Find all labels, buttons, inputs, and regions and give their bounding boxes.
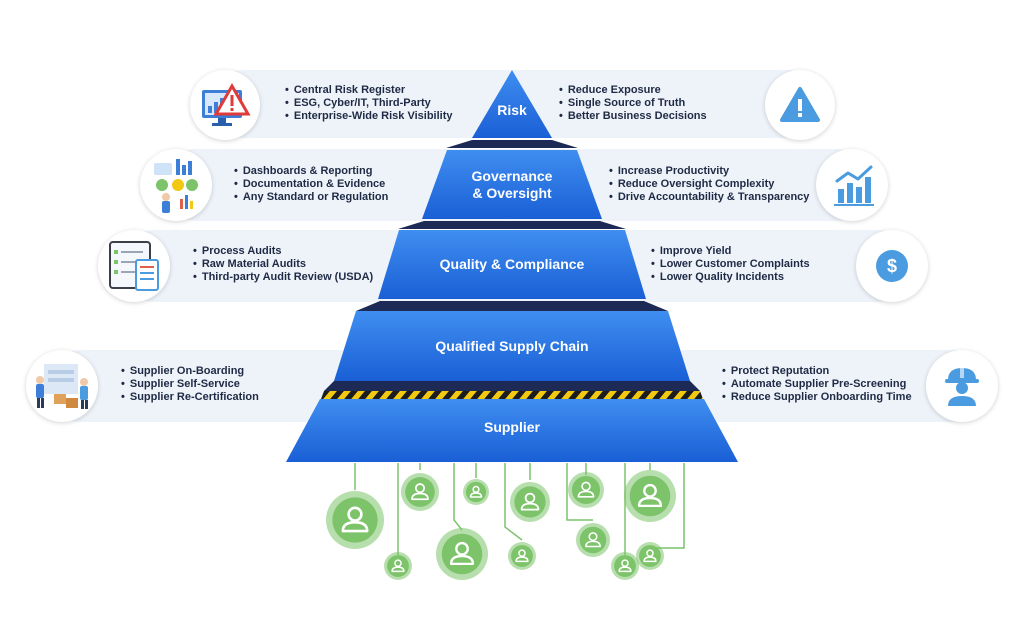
person-icon [624,470,676,522]
tier-shadow [356,301,668,311]
person-icon [436,528,488,580]
warehouse-workers-icon [26,350,98,422]
person-icon [508,542,536,570]
risk-right-list: Reduce Exposure Single Source of Truth B… [559,84,707,123]
tier-label-line: & Oversight [472,185,552,201]
governance-right-list: Increase Productivity Reduce Oversight C… [609,165,810,204]
tier-shadow [398,221,626,229]
list-item: ESG, Cyber/IT, Third-Party [285,97,453,110]
list-item: Supplier Re-Certification [121,391,259,404]
person-icon [510,482,550,522]
list-item: Reduce Oversight Complexity [609,178,809,191]
tier-label-qualified-supply-chain: Qualified Supply Chain [334,338,690,355]
warning-icon [765,70,835,140]
list-item: Reduce Supplier Onboarding Time [722,391,912,404]
list-item: Single Source of Truth [559,97,707,110]
tier-governance-shape [422,150,602,219]
tier-label-risk: Risk [472,102,552,119]
tier-label-line: Quality & Compliance [439,256,585,272]
tier-supplier-shape [286,399,738,462]
bar-chart-icon [816,149,888,221]
list-item: Third-party Audit Review (USDA) [193,271,373,284]
list-item: Supplier Self-Service [121,378,259,391]
list-item: Automate Supplier Pre-Screening [722,378,912,391]
tier-label-line: Supplier [483,419,540,435]
list-item: Better Business Decisions [559,110,707,123]
dashboard-icon [140,149,212,221]
person-icon [326,491,384,549]
connector-line [566,463,593,521]
tier-quality-shape [378,230,646,299]
tier-label-governance: Governance & Oversight [422,168,602,202]
checklist-icon [98,230,170,302]
risk-left-list: Central Risk Register ESG, Cyber/IT, Thi… [285,84,453,123]
tier-label-supplier: Supplier [286,419,738,436]
list-item: Protect Reputation [722,365,912,378]
list-item: Any Standard or Regulation [234,191,388,204]
list-item: Drive Accountability & Transparency [609,191,810,204]
svg-text:$: $ [887,256,897,276]
list-item: Improve Yield [651,245,810,258]
tier-label-line: Governance [471,168,553,184]
person-icon [401,473,439,511]
list-item: Central Risk Register [285,84,453,97]
person-icon [576,523,610,557]
quality-left-list: Process Audits Raw Material Audits Third… [193,245,373,284]
list-item: Supplier On-Boarding [121,365,259,378]
connector-line [504,463,523,541]
tier-shadow [446,140,578,148]
supplier-connectors [354,463,685,555]
connector-line [453,463,463,531]
person-icon [463,479,489,505]
supplier-left-list: Supplier On-Boarding Supplier Self-Servi… [121,365,259,404]
list-item: Process Audits [193,245,373,258]
tier-label-line: Risk [497,102,527,118]
list-item: Lower Quality Incidents [651,271,810,284]
person-icon [636,542,664,570]
tier-label-line: Qualified Supply Chain [435,338,589,354]
hard-hat-worker-icon [926,350,998,422]
list-item: Reduce Exposure [559,84,707,97]
supplier-right-list: Protect Reputation Automate Supplier Pre… [722,365,912,404]
person-icon [568,472,604,508]
list-item: Enterprise-Wide Risk Visibility [285,110,453,123]
person-icon [384,552,412,580]
list-item: Dashboards & Reporting [234,165,388,178]
hazard-stripe [321,391,703,399]
tier-qualified-shape [334,311,690,381]
governance-left-list: Dashboards & Reporting Documentation & E… [234,165,388,204]
list-item: Increase Productivity [609,165,809,178]
tier-shadow [324,381,700,391]
tier-label-quality: Quality & Compliance [378,256,646,273]
list-item: Raw Material Audits [193,258,373,271]
quality-right-list: Improve Yield Lower Customer Complaints … [651,245,810,284]
risk-monitor-icon [190,70,260,140]
list-item: Lower Customer Complaints [651,258,810,271]
dollar-icon: $ [856,230,928,302]
tier-risk-shape [472,70,552,138]
list-item: Documentation & Evidence [234,178,388,191]
person-icon [611,552,639,580]
